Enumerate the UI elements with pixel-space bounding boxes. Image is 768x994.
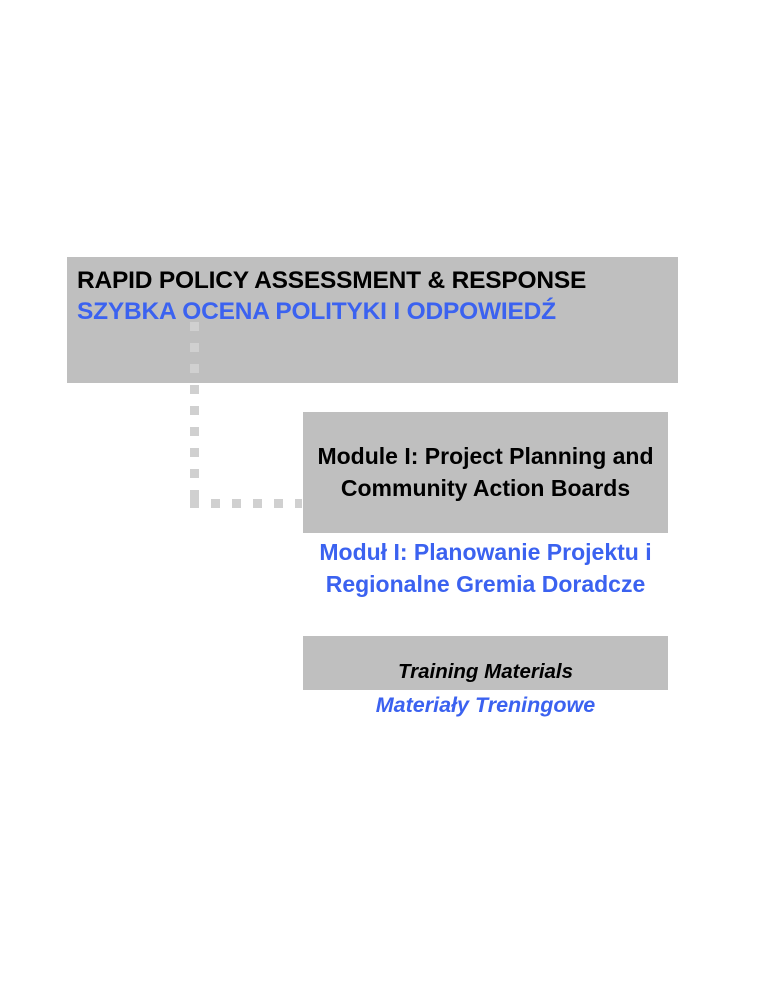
dotted-connector-horizontal-icon bbox=[190, 499, 302, 508]
module-title-polish: Moduł I: Planowanie Projektu i Regionaln… bbox=[319, 539, 652, 597]
program-title-polish: SZYBKA OCENA POLITYKI I ODPOWIEDŹ bbox=[77, 298, 556, 326]
program-title-english: RAPID POLICY ASSESSMENT & RESPONSE bbox=[77, 267, 587, 294]
module-title-band: Module I: Project Planning and Community… bbox=[303, 412, 668, 533]
training-materials-english: Training Materials bbox=[397, 660, 574, 684]
training-materials-band: Training Materials bbox=[303, 636, 668, 690]
module-title-english: Module I: Project Planning and Community… bbox=[317, 442, 654, 501]
training-materials-polish: Materiały Treningowe bbox=[375, 693, 596, 717]
dotted-connector-vertical-icon bbox=[190, 322, 199, 508]
program-title-band: RAPID POLICY ASSESSMENT & RESPONSE SZYBK… bbox=[67, 257, 678, 383]
